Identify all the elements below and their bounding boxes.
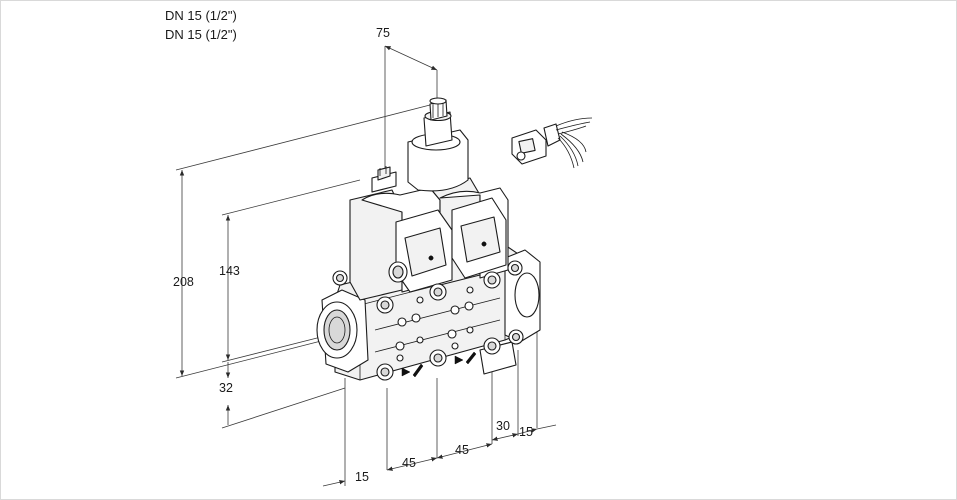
dim-pitch-2: 45 <box>455 443 469 457</box>
dim-bottom-offset: 15 <box>355 470 369 484</box>
header-size-line-1: DN 15 (1/2") <box>165 8 237 23</box>
header-size-line-2: DN 15 (1/2") <box>165 27 237 42</box>
dim-pitch-1: 45 <box>402 456 416 470</box>
dim-overall-height: 208 <box>173 275 194 289</box>
connector-plug <box>511 117 593 169</box>
dim-lower-height: 32 <box>219 381 233 395</box>
dim-right-offset-1: 30 <box>496 419 510 433</box>
mounting-bolts <box>332 260 524 381</box>
dim-upper-height: 143 <box>219 264 240 278</box>
dim-top-width: 75 <box>376 26 390 40</box>
dim-right-offset-2: 15 <box>519 425 533 439</box>
valve-assembly <box>316 97 541 381</box>
test-ports <box>395 286 474 362</box>
